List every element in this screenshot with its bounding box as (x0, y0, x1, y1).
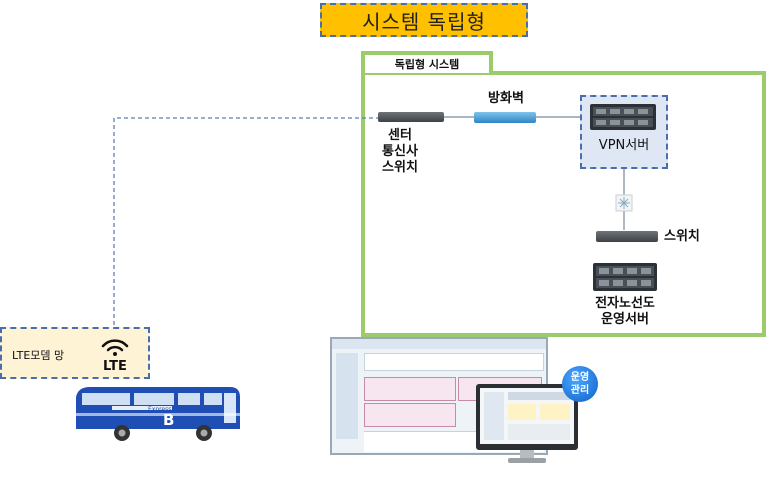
center-switch-label-line2: 통신사 (382, 144, 418, 159)
route-operation-server-label: 전자노선도 운영서버 (582, 296, 668, 328)
badge-line1: 운영 (570, 372, 590, 383)
firewall-label: 방화벽 (488, 91, 524, 106)
bus-sign-text: Express Bus (148, 406, 185, 413)
route-operation-server-icon (593, 263, 657, 291)
network-hub-icon (615, 194, 633, 212)
badge-line2: 관리 (570, 385, 590, 396)
bus-letter: B (163, 411, 175, 429)
diagram-title: 시스템 독립형 (320, 3, 528, 37)
independent-system-frame (361, 71, 766, 337)
switch-device-icon (596, 231, 658, 242)
firewall-device-icon (474, 112, 536, 123)
switch-label: 스위치 (664, 229, 700, 244)
center-switch-label-line3: 스위치 (382, 160, 418, 175)
lte-dashed-link (113, 117, 378, 325)
center-switch-device-icon (378, 112, 444, 122)
vpn-server-icon (590, 104, 656, 130)
system-frame-label: 독립형 시스템 (361, 51, 493, 73)
lte-modem-network-label: LTE모뎀 망 (12, 349, 65, 362)
lte-icon-text: LTE (103, 359, 127, 374)
center-switch-label: 센터 통신사 스위치 (372, 128, 428, 176)
lte-signal-icon: LTE (97, 334, 133, 374)
route-server-label-line2: 운영서버 (601, 312, 649, 327)
bus-illustration: Express Bus B (72, 383, 244, 447)
lte-modem-network-box (0, 327, 150, 379)
center-switch-label-line1: 센터 (388, 128, 412, 143)
vpn-server-label: VPN서버 (598, 138, 650, 153)
desktop-monitor (476, 384, 578, 466)
route-server-label-line1: 전자노선도 (595, 296, 655, 311)
operation-management-badge: 운영 관리 (562, 366, 598, 402)
